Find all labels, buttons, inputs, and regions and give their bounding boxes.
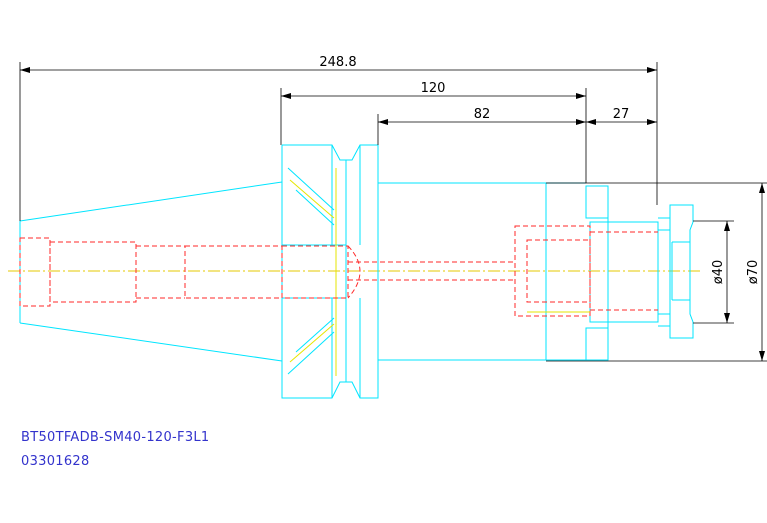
dimension-flange-to-end: 120 — [280, 81, 587, 183]
dimension-body-diameter: ø70 — [546, 182, 767, 362]
dim-70-label: ø70 — [746, 260, 761, 285]
dimension-bore-depth: 82 — [377, 107, 586, 145]
serial-number: 03301628 — [21, 454, 90, 469]
dimension-overall-length: 248.8 — [19, 55, 658, 221]
clamping-nut — [658, 204, 694, 339]
part-number: BT50TFADB-SM40-120-F3L1 — [21, 430, 210, 445]
hidden-lines — [19, 225, 658, 317]
dimension-nut-diameter: ø40 — [693, 220, 734, 324]
dim-40-label: ø40 — [711, 260, 726, 285]
dimension-nut-length: 27 — [586, 107, 657, 125]
dim-120-label: 120 — [421, 81, 446, 96]
dim-82-label: 82 — [474, 107, 491, 122]
dim-27-label: 27 — [613, 107, 630, 122]
dim-248-8-label: 248.8 — [319, 55, 356, 70]
